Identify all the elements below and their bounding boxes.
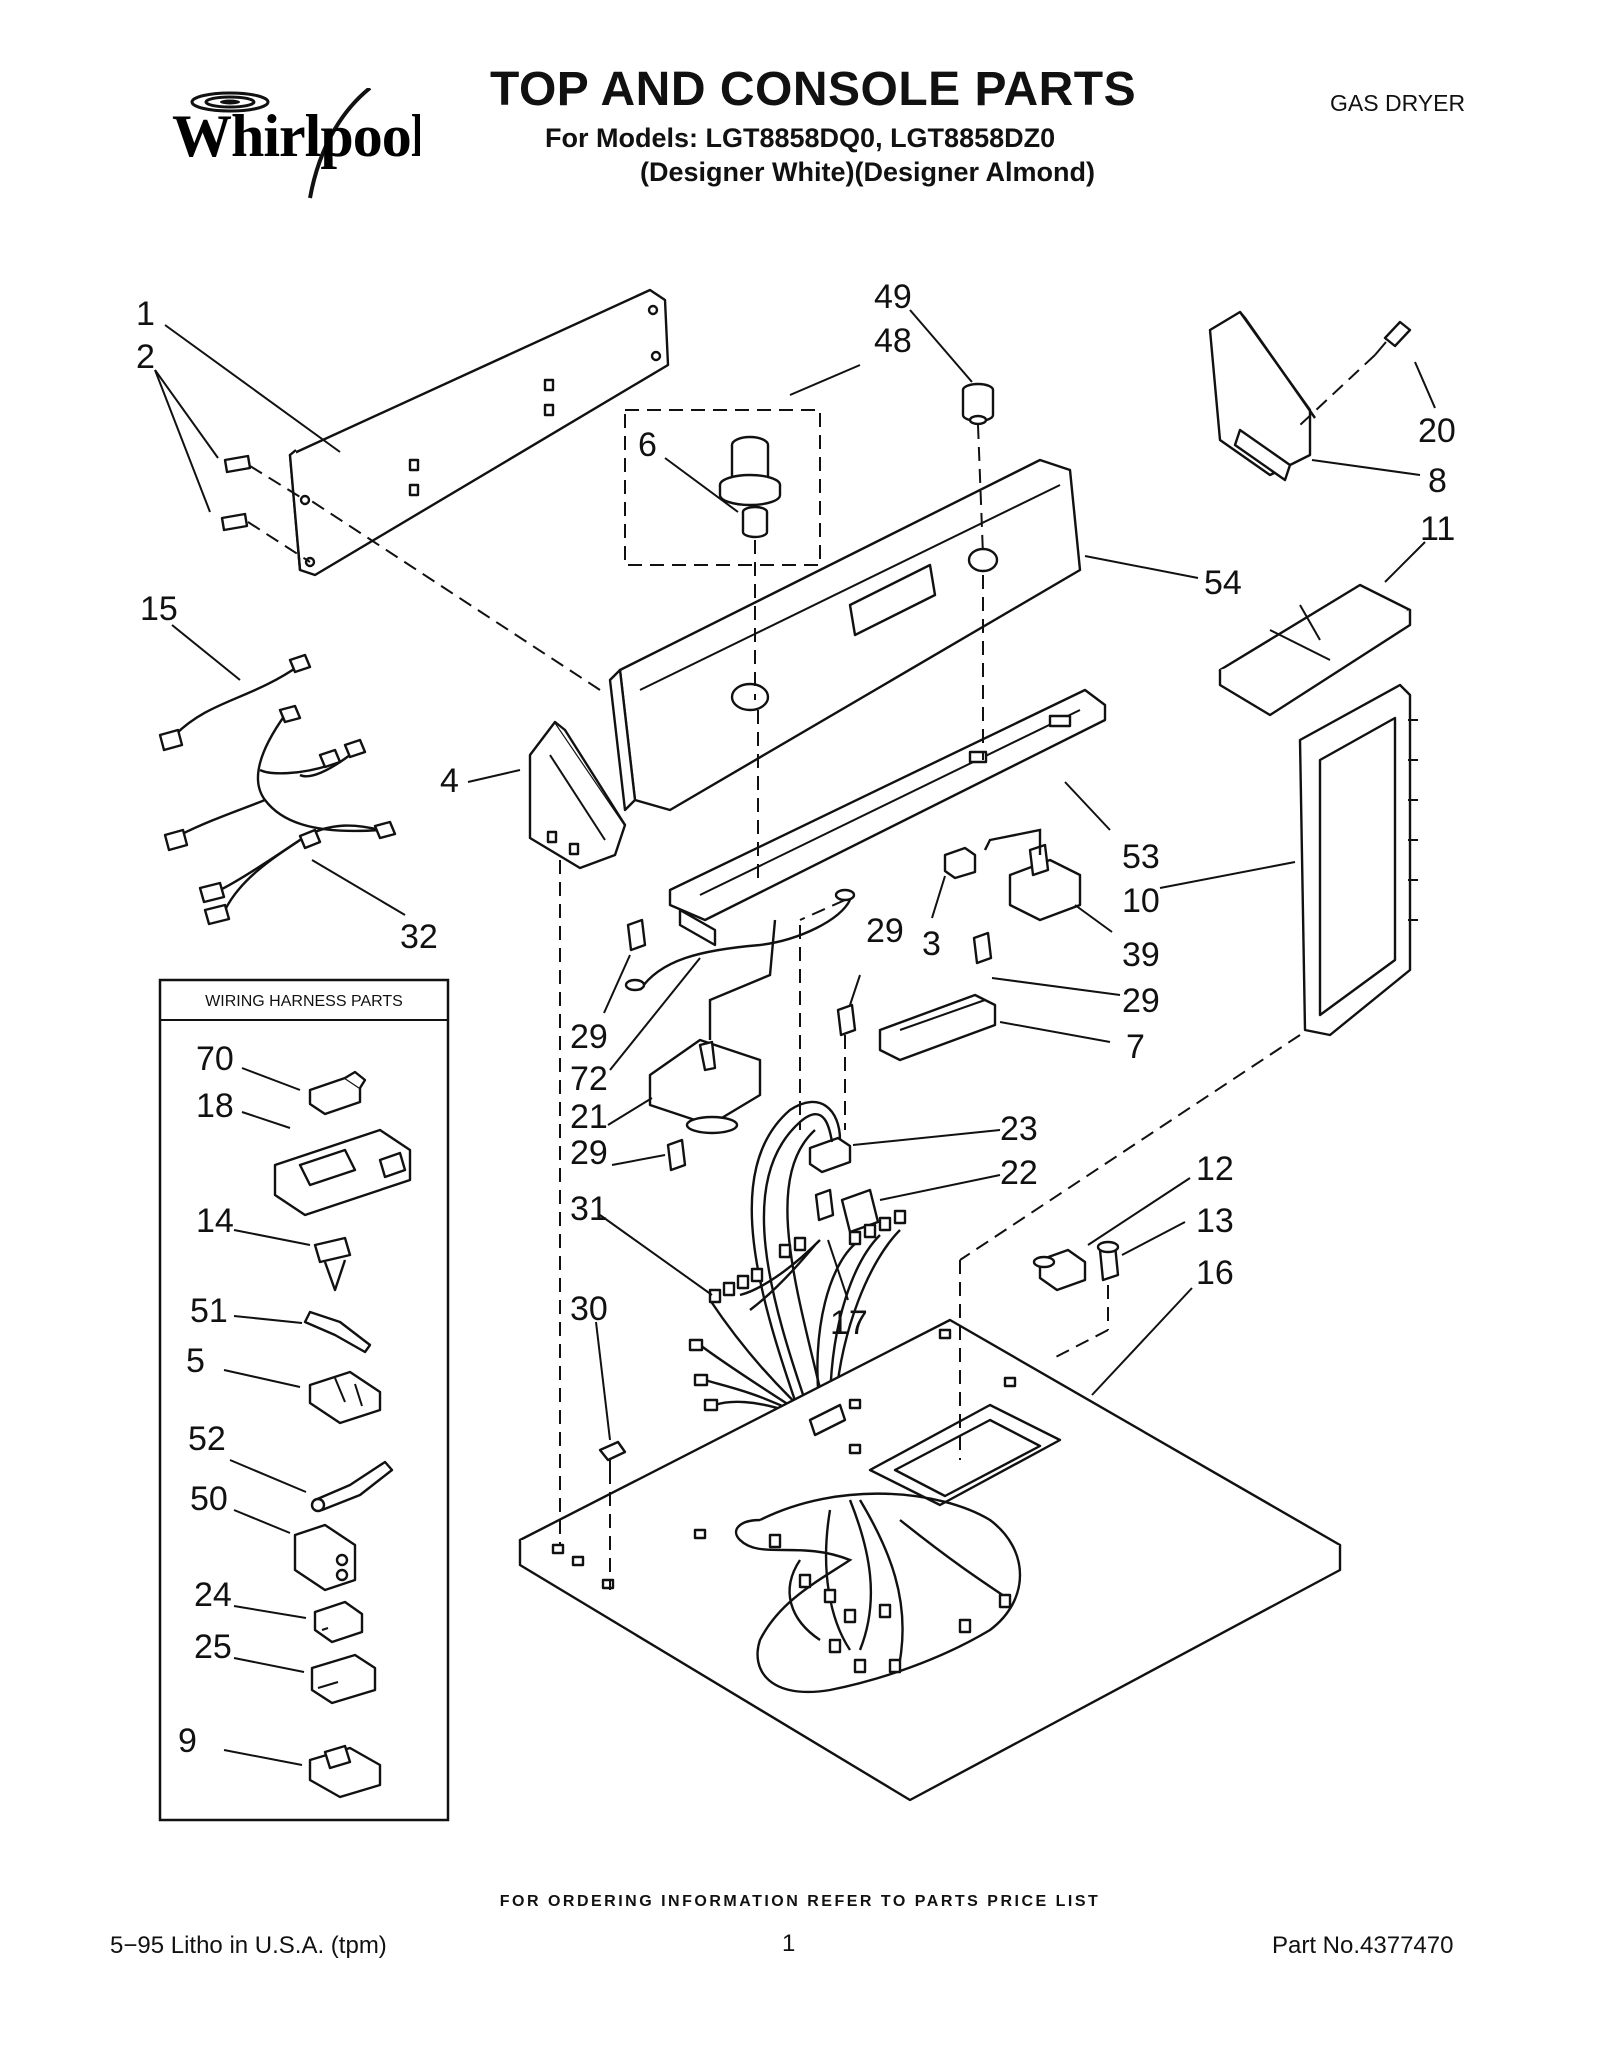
ordering-note: FOR ORDERING INFORMATION REFER TO PARTS …	[499, 1893, 1101, 1910]
callout-54: 54	[1204, 564, 1242, 602]
harness-callout-25: 25	[194, 1628, 232, 1666]
part-16-top-panel	[518, 1318, 1342, 1802]
whirlpool-swirl-icon: Whirlpool	[172, 86, 428, 199]
part-6-knob-insert	[741, 505, 769, 539]
whirlpool-logo: Whirlpool	[170, 86, 428, 208]
harness-part-14	[313, 1236, 352, 1292]
callout-29-right: 29	[1122, 982, 1160, 1020]
callout-29-center: 29	[866, 912, 904, 950]
callout-17: 17	[830, 1304, 868, 1342]
harness-part-52	[310, 1460, 394, 1513]
part-49-knob	[961, 382, 995, 426]
part-53-control-rail	[668, 688, 1107, 947]
callout-4: 4	[440, 762, 459, 800]
callout-72: 72	[570, 1060, 608, 1098]
callout-8: 8	[1428, 462, 1447, 500]
part-1-console-bracket	[288, 288, 670, 577]
callout-7: 7	[1126, 1028, 1145, 1066]
harness-part-24	[313, 1600, 364, 1644]
callout-2: 2	[136, 338, 155, 376]
harness-callout-70: 70	[196, 1040, 234, 1078]
part-23-connector	[808, 1136, 852, 1174]
part-22-clip	[840, 1188, 880, 1234]
part-17-main-harness	[688, 1100, 907, 1464]
callout-12: 12	[1196, 1150, 1234, 1188]
callout-1: 1	[136, 295, 155, 333]
callout-39: 39	[1122, 936, 1160, 974]
callout-48: 48	[874, 322, 912, 360]
callout-6: 6	[638, 426, 657, 464]
part-48-knob	[718, 435, 782, 507]
part-8-bracket	[1208, 310, 1316, 482]
model-numbers: For Models: LGT8858DQ0, LGT8858DZ0	[545, 123, 1056, 153]
part-54-console-panel	[608, 458, 1082, 812]
callout-3: 3	[922, 925, 941, 963]
part-11-lint-screen	[1218, 583, 1412, 717]
harness-callout-5: 5	[186, 1342, 205, 1380]
part-7-terminal-block	[878, 993, 997, 1062]
part-2-screws	[220, 454, 252, 532]
harness-callout-24: 24	[194, 1576, 232, 1614]
harness-callout-18: 18	[196, 1087, 234, 1125]
callout-29-lower: 29	[570, 1134, 608, 1172]
harness-callout-9: 9	[178, 1722, 197, 1760]
part-12-clamp	[1032, 1248, 1087, 1292]
part-20-screw	[1374, 320, 1412, 356]
callout-22: 22	[1000, 1154, 1038, 1192]
top-panel-wiring	[734, 1492, 1022, 1694]
part-3-terminal	[943, 846, 977, 880]
part-13-screw	[1096, 1240, 1120, 1282]
brand-wordmark: Whirlpool	[172, 103, 420, 169]
part-29-screws	[626, 918, 993, 1222]
part-39-switch	[1008, 843, 1082, 922]
document-part-number: Part No.4377470	[1272, 1932, 1454, 1959]
callout-31: 31	[570, 1190, 608, 1228]
callout-32: 32	[400, 918, 438, 956]
callout-29-left: 29	[570, 1018, 608, 1056]
wiring-harness-box: WIRING HARNESS PARTS	[158, 978, 450, 1822]
callout-53: 53	[1122, 838, 1160, 876]
harness-callout-14: 14	[196, 1202, 234, 1240]
harness-part-5	[308, 1370, 382, 1425]
callout-15: 15	[140, 590, 178, 628]
harness-part-70	[308, 1070, 367, 1116]
harness-part-51	[303, 1310, 372, 1354]
harness-callout-51: 51	[190, 1292, 228, 1330]
model-colors: (Designer White)(Designer Almond)	[640, 157, 1096, 187]
harness-box-title: WIRING HARNESS PARTS	[205, 993, 403, 1010]
callout-20: 20	[1418, 412, 1456, 450]
callout-13: 13	[1196, 1202, 1234, 1240]
harness-part-18	[273, 1128, 412, 1217]
callout-10: 10	[1122, 882, 1160, 920]
part-15-wire	[158, 653, 312, 752]
harness-part-25	[310, 1653, 377, 1705]
harness-callout-52: 52	[188, 1420, 226, 1458]
callout-21: 21	[570, 1098, 608, 1136]
callout-30: 30	[570, 1290, 608, 1328]
part-32-wire-harness	[163, 704, 397, 926]
callout-16: 16	[1196, 1254, 1234, 1292]
appliance-type: GAS DRYER	[1330, 90, 1466, 116]
page-number: 1	[782, 1930, 796, 1957]
harness-part-9	[308, 1744, 382, 1799]
page-title: TOP AND CONSOLE PARTS	[490, 63, 1137, 116]
harness-part-50	[293, 1523, 357, 1592]
part-4-end-cap	[528, 720, 627, 870]
callout-11: 11	[1420, 510, 1455, 548]
callout-49: 49	[874, 278, 912, 316]
part-21-timer	[648, 1038, 762, 1135]
part-10-lint-duct	[1298, 683, 1418, 1037]
harness-callout-50: 50	[190, 1480, 228, 1518]
callout-23: 23	[1000, 1110, 1038, 1148]
litho-info: 5−95 Litho in U.S.A. (tpm)	[110, 1932, 387, 1959]
part-30-clip	[598, 1440, 627, 1470]
